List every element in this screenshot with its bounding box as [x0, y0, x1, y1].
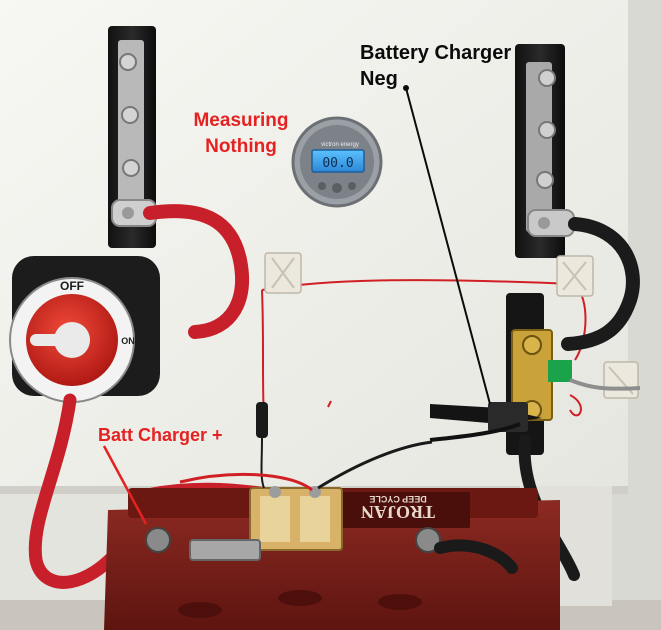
red-tick: [327, 400, 332, 408]
battery-brand: TROJAN: [361, 502, 435, 522]
battery-model: DEEP CYCLE: [369, 494, 426, 504]
charger-neg-line-1: Battery Charger: [360, 42, 512, 64]
right-bus-bar: [515, 44, 575, 258]
battery-charger-neg-annotation: Battery Charger Neg: [360, 40, 511, 92]
inline-fuse-wire: [260, 437, 265, 489]
red-cable-loop: [143, 204, 249, 339]
battery-switch-knob-icon: [30, 322, 90, 358]
measuring-nothing-annotation: Measuring Nothing: [186, 108, 296, 160]
cable-clip-lower-right: [603, 361, 639, 399]
shunt-bar-battery: [189, 539, 261, 561]
switch-off-label: OFF: [60, 279, 84, 293]
fuse-block: [249, 486, 343, 551]
inline-fuse: [256, 402, 268, 438]
charger-clamp: [429, 402, 542, 442]
arrow-line-icon: [403, 85, 491, 405]
cable-clip-left: [264, 252, 302, 294]
battery-monitor: 00.0 victron energy: [291, 116, 383, 208]
measuring-line-1: Measuring: [193, 110, 289, 131]
left-bus-bar: [108, 26, 157, 248]
battery-neg-lug: [434, 539, 518, 574]
charger-neg-line-2: Neg: [360, 68, 398, 90]
gray-wire: [569, 378, 641, 391]
charger-red-lead: [179, 472, 313, 492]
measuring-line-2: Nothing: [205, 136, 277, 157]
batt-charger-arrow: [102, 445, 148, 525]
monitor-display: 00.0: [322, 156, 353, 171]
battery-switch: OFF ON: [9, 256, 160, 403]
red-coil: [569, 394, 582, 417]
monitor-brand: victron energy: [321, 142, 359, 148]
charger-black-lead: [317, 440, 433, 490]
black-cable-shunt: [561, 217, 640, 351]
batt-charger-plus-annotation: Batt Charger +: [98, 425, 223, 445]
cable-clip-right: [556, 255, 594, 297]
switch-on-label: ON: [121, 336, 135, 346]
